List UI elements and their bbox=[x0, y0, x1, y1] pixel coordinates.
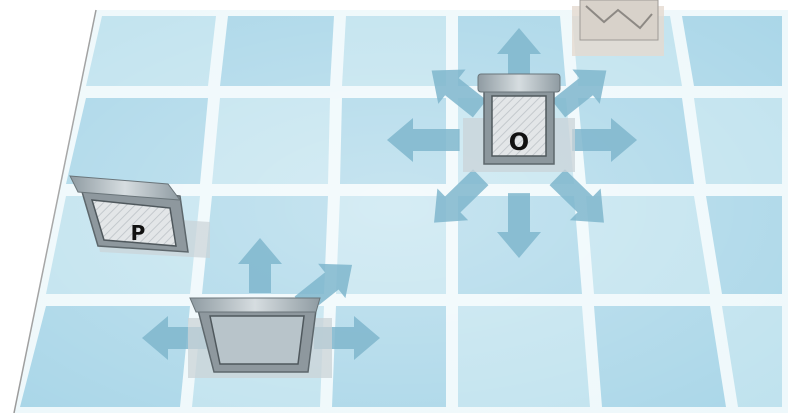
piece-blank-face bbox=[210, 316, 304, 364]
piece-p-label: P bbox=[131, 221, 146, 245]
piece-blank-crown bbox=[190, 298, 320, 312]
piece-o[interactable]: O bbox=[463, 74, 575, 172]
piece-o-crown bbox=[478, 74, 560, 92]
piece-o-label: O bbox=[509, 128, 529, 156]
piece-far[interactable] bbox=[572, 0, 664, 56]
piece-blank[interactable] bbox=[188, 298, 332, 378]
